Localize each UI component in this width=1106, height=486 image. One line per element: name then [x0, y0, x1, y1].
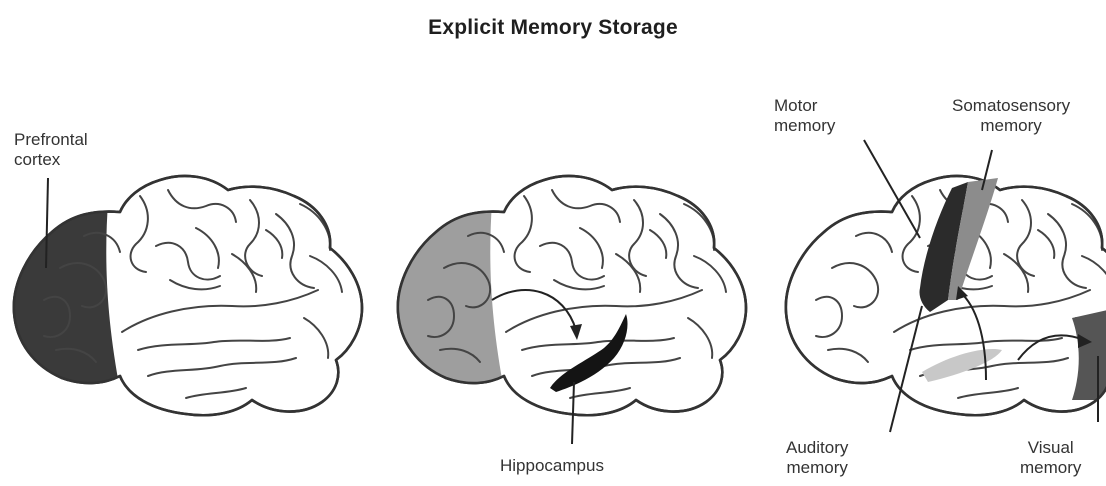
brain-panel-prefrontal: [0, 160, 362, 415]
label-prefrontal-cortex: Prefrontal cortex: [14, 130, 88, 170]
brain-panel-cortex-areas: [786, 140, 1106, 432]
label-motor-memory: Motor memory: [774, 96, 835, 136]
label-hippocampus: Hippocampus: [500, 456, 604, 476]
label-visual-memory: Visual memory: [1020, 438, 1081, 478]
label-somatosensory-memory: Somatosensory memory: [952, 96, 1070, 136]
label-auditory-memory: Auditory memory: [786, 438, 848, 478]
brain-panel-hippocampus: [384, 160, 746, 444]
